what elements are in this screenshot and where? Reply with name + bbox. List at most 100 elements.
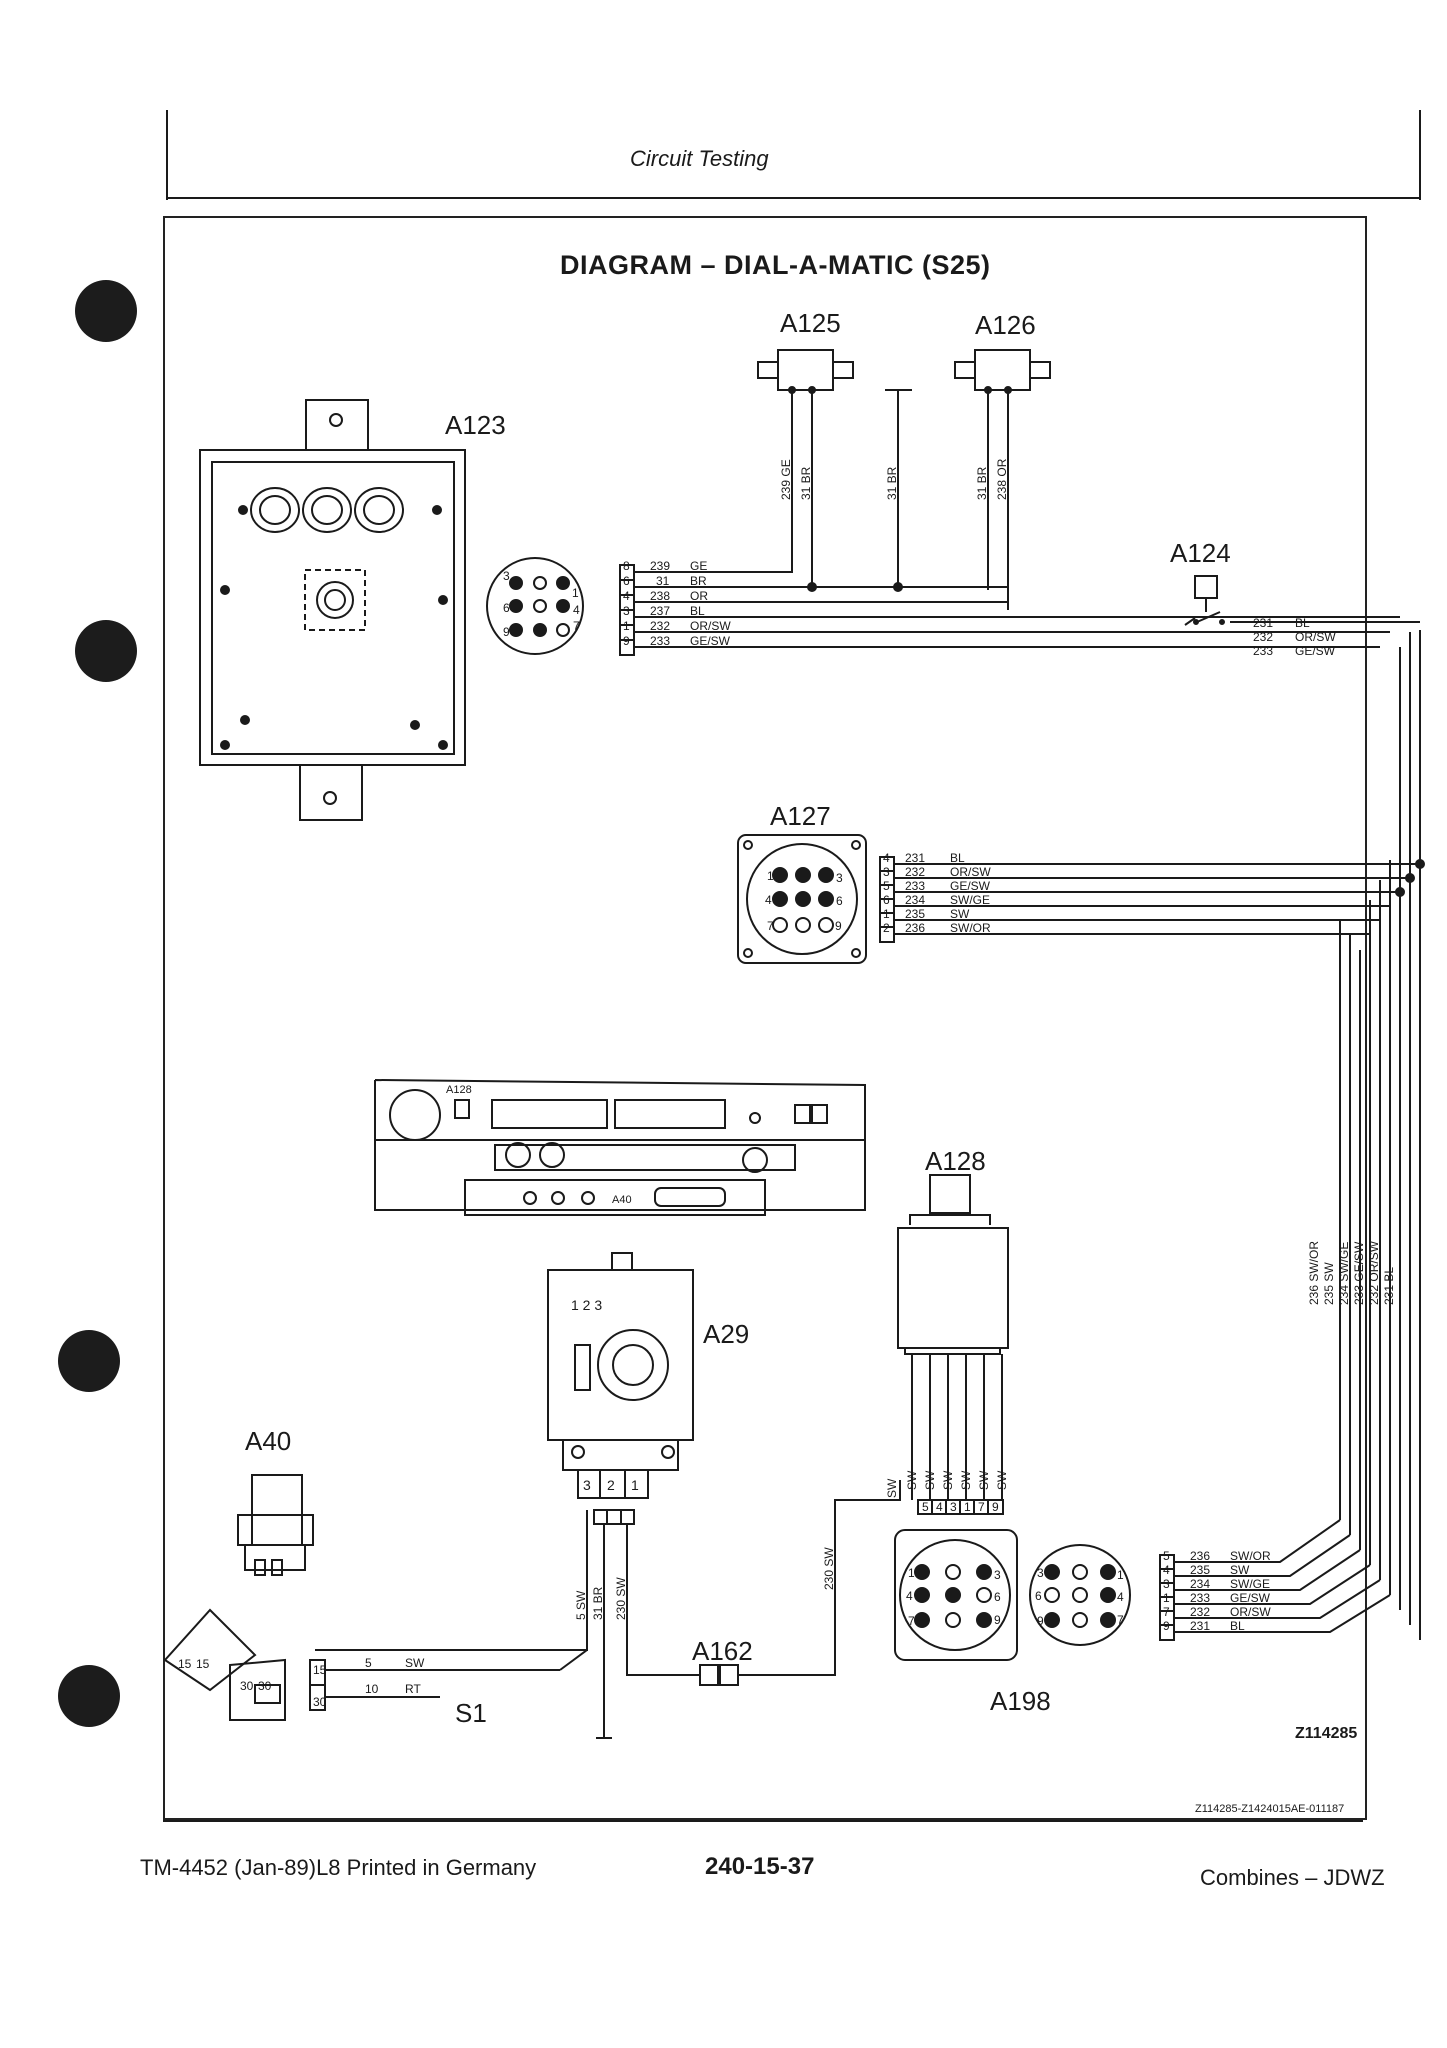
a127-wire-num: 231 (905, 851, 925, 865)
a127-wire-color: BL (950, 851, 965, 865)
a127-wire-num: 236 (905, 921, 925, 935)
ground-wire-label: 31 BR (885, 466, 899, 500)
a198-right-pin-label: 4 (1117, 1590, 1124, 1604)
a29-pin-label: 2 (607, 1477, 615, 1493)
page-header: Circuit Testing (630, 146, 769, 171)
a123-wire-color: BL (690, 604, 705, 618)
s1-wire-color: SW (405, 1656, 425, 1670)
a127-pin-label: 7 (767, 919, 774, 933)
a123-controller (199, 399, 466, 821)
label-a123: A123 (445, 410, 506, 440)
a128-wire-color: SW (905, 1470, 919, 1490)
a124-wire-num: 231 (1253, 616, 1273, 630)
a123-wire-num: 31 (656, 574, 670, 588)
a123-wire-color: GE (690, 559, 707, 573)
a29-wire-label: 5 SW (574, 1590, 588, 1620)
a198-right-pin-label: 3 (1037, 1566, 1044, 1580)
label-a128-small: A128 (446, 1084, 472, 1096)
a198-right-pin-label: 9 (1037, 1614, 1044, 1628)
label-s1: S1 (455, 1698, 487, 1728)
a198-right-pin-label: 6 (1035, 1589, 1042, 1603)
diagram-title: DIAGRAM – DIAL-A-MATIC (S25) (560, 250, 991, 280)
a126-wire-label: 238 OR (995, 458, 1009, 500)
right-bus (1230, 621, 1421, 1640)
a123-wire-pin: 8 (623, 559, 630, 573)
a126-sensor (954, 349, 1051, 610)
footer-center: 240-15-37 (705, 1853, 815, 1880)
a198-wire-num: 231 (1190, 1619, 1210, 1633)
a29-wiring (315, 1480, 901, 1739)
a198-wire-num: 236 (1190, 1549, 1210, 1563)
bundle-wire-label: 231 BL (1382, 1267, 1396, 1305)
label-a29: A29 (703, 1319, 749, 1349)
a198-wire-pin: 1 (1163, 1591, 1170, 1605)
a128-wire-color: SW (995, 1470, 1009, 1490)
s1-terminal-label: 15 (196, 1657, 210, 1671)
a127-connector (737, 834, 867, 964)
a123-wire-color: OR (690, 589, 708, 603)
a198-wire-num: 234 (1190, 1577, 1210, 1591)
a198-left-pin-label: 9 (994, 1613, 1001, 1627)
a127-wire-pin: 1 (883, 907, 890, 921)
a198-left-pin-label: 6 (994, 1590, 1001, 1604)
a123-wire-color: GE/SW (690, 634, 731, 648)
a123-pin-label: 9 (503, 625, 510, 639)
a198-left-pin-label: 1 (908, 1566, 915, 1580)
label-a40: A40 (245, 1426, 291, 1456)
a124-wire-color: GE/SW (1295, 644, 1336, 658)
footer-left: TM-4452 (Jan-89)L8 Printed in Germany (140, 1855, 537, 1880)
bundle-wire-label: 233 GE/SW (1352, 1241, 1366, 1305)
a198-wire-color: SW/OR (1230, 1549, 1271, 1563)
a198-left-pin-label: 7 (908, 1614, 915, 1628)
a126-wire-label: 31 BR (975, 466, 989, 500)
a128-wire-color: SW (977, 1470, 991, 1490)
a198-wire-num: 233 (1190, 1591, 1210, 1605)
a128-pin-label: 9 (992, 1500, 999, 1514)
a127-wire-pin: 3 (883, 865, 890, 879)
a123-pin-label: 4 (573, 603, 580, 617)
ground-wire (885, 389, 912, 590)
a162-connector (699, 1664, 739, 1686)
binder-hole-1 (75, 280, 137, 342)
binder-hole-3 (58, 1330, 120, 1392)
a125-wire-label: 31 BR (799, 466, 813, 500)
a123-wire-color: BR (690, 574, 707, 588)
a123-wire-num: 239 (650, 559, 670, 573)
label-a127: A127 (770, 801, 831, 831)
a124-wire-num: 233 (1253, 644, 1273, 658)
a124-wire-color: OR/SW (1295, 630, 1336, 644)
a198-harness (1159, 1519, 1391, 1641)
a198-connector (894, 1529, 1131, 1661)
a198-wire-pin: 7 (1163, 1605, 1170, 1619)
a123-pin-label: 7 (573, 619, 580, 633)
a198-wire-pin: 9 (1163, 1619, 1170, 1633)
a123-wire-pin: 1 (623, 619, 630, 633)
a123-wire-pin: 6 (623, 574, 630, 588)
binder-hole-2 (75, 620, 137, 682)
a123-wire-num: 237 (650, 604, 670, 618)
a198-wire-pin: 4 (1163, 1563, 1170, 1577)
a198-wire-color: BL (1230, 1619, 1245, 1633)
a127-pin-label: 9 (835, 919, 842, 933)
binder-hole-4 (58, 1665, 120, 1727)
a123-harness (619, 564, 1400, 656)
bundle-wire-label: 236 SW/OR (1307, 1241, 1321, 1305)
label-a126: A126 (975, 310, 1036, 340)
a29-wire-label: 31 BR (591, 1586, 605, 1620)
a127-pin-label: 4 (765, 893, 772, 907)
a29-pin-label: 1 (631, 1477, 639, 1493)
a128-wire-color: SW (941, 1470, 955, 1490)
a127-wire-pin: 4 (883, 851, 890, 865)
a162-wire-label: 230 SW (822, 1547, 836, 1590)
a128-pin-label: 4 (936, 1500, 943, 1514)
a123-pin-label: 6 (503, 601, 510, 615)
a128-feed-label: SW (885, 1478, 899, 1498)
a123-wire-pin: 9 (623, 634, 630, 648)
label-a128: A128 (925, 1146, 986, 1176)
bundle-wire-label: 234 SW/GE (1337, 1242, 1351, 1305)
a198-wire-pin: 3 (1163, 1577, 1170, 1591)
a198-wire-num: 232 (1190, 1605, 1210, 1619)
figure-reference: Z114285-Z1424015AE-011187 (1195, 1803, 1344, 1815)
a123-wire-num: 233 (650, 634, 670, 648)
a127-wire-color: OR/SW (950, 865, 991, 879)
